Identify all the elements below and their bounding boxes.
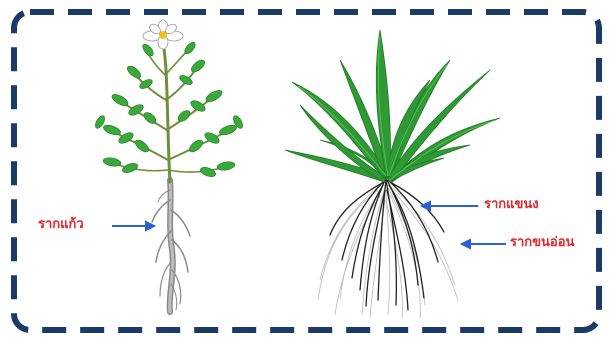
grass-blades <box>285 30 500 182</box>
taproot-plant <box>93 20 244 312</box>
root-hair-label: รากขนอ่อน <box>510 236 574 249</box>
taproot-label: รากแก้ว <box>38 218 84 231</box>
taproot-stem <box>110 40 230 182</box>
fibrous-plant <box>285 30 500 318</box>
fibrous-roots <box>330 180 444 310</box>
taproot-roots <box>152 180 190 312</box>
flower <box>143 20 183 49</box>
root-hairs <box>318 185 458 318</box>
dashed-border <box>14 12 599 330</box>
fibrous-root-label: รากแขนง <box>484 198 539 211</box>
